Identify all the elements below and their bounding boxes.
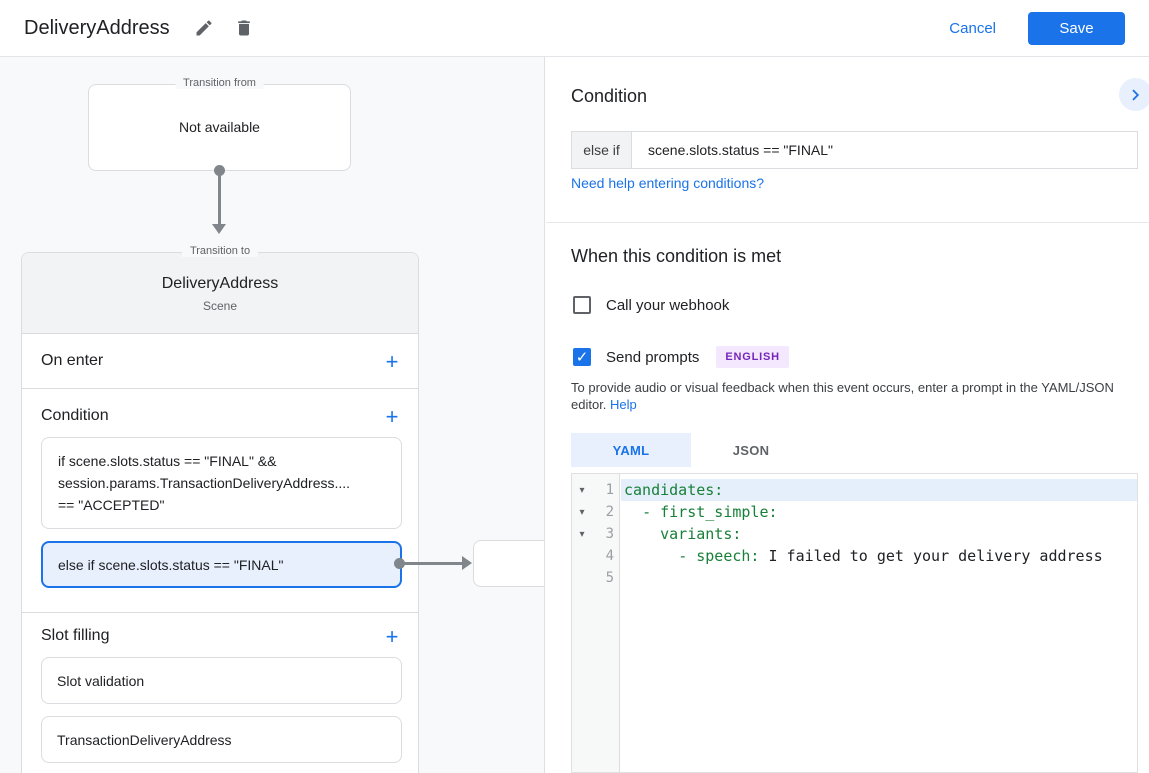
condition-chip-elseif-selected[interactable]: else if scene.slots.status == "FINAL" <box>41 541 402 588</box>
line-number: 1 <box>605 482 614 498</box>
condition-chip-line: session.params.TransactionDeliveryAddres… <box>58 475 351 491</box>
fold-arrow-icon[interactable]: ▾ <box>579 484 585 496</box>
condition-chip-if[interactable]: if scene.slots.status == "FINAL" && sess… <box>41 437 402 529</box>
on-enter-title: On enter <box>41 352 104 369</box>
condition-section: Condition + if scene.slots.status == "FI… <box>22 389 418 613</box>
code-line[interactable]: ▾ 1 candidates: <box>572 479 1137 501</box>
send-prompts-option-row: ✓ Send prompts ENGLISH <box>573 346 789 368</box>
transition-from-label: Transition from <box>175 77 264 89</box>
slot-chip-validation[interactable]: Slot validation <box>41 657 402 704</box>
on-enter-section: On enter + <box>22 334 418 389</box>
editor-gutter <box>572 474 620 772</box>
save-button[interactable]: Save <box>1028 11 1125 45</box>
condition-chip-line: if scene.slots.status == "FINAL" && <box>58 453 277 469</box>
webhook-label: Call your webhook <box>606 296 730 314</box>
scene-diagram-panel: Transition from Not available Transition… <box>0 57 545 773</box>
connector-arrowhead-icon <box>462 556 472 570</box>
scene-card-header[interactable]: Transition to DeliveryAddress Scene <box>22 245 418 334</box>
tab-json[interactable]: JSON <box>691 433 811 467</box>
code-line[interactable]: ▾ 3 variants: <box>572 523 1137 545</box>
condition-editor-panel: Condition else if Need help entering con… <box>546 57 1149 773</box>
slot-filling-section: Slot filling + Slot validation Transacti… <box>22 613 418 773</box>
slot-chip-text: TransactionDeliveryAddress <box>57 731 232 748</box>
transition-from-box[interactable]: Transition from Not available <box>88 77 351 171</box>
connector-dot <box>214 165 225 176</box>
code-line[interactable]: 4 - speech: I failed to get your deliver… <box>572 545 1137 567</box>
code-lines: ▾ 1 candidates: ▾ 2 - first_simple: ▾ 3 varian… <box>572 479 1137 589</box>
fold-arrow-icon[interactable]: ▾ <box>579 528 585 540</box>
edit-scene-button[interactable] <box>192 16 216 40</box>
page-title: DeliveryAddress <box>24 16 170 39</box>
chevron-right-icon <box>1125 84 1147 106</box>
send-prompts-label: Send prompts <box>606 348 700 366</box>
checkmark-icon: ✓ <box>575 348 589 366</box>
connector-dot <box>394 558 405 569</box>
transition-from-content: Not available <box>179 119 260 135</box>
code-line[interactable]: ▾ 2 - first_simple: <box>572 501 1137 523</box>
scene-card: Transition to DeliveryAddress Scene On e… <box>21 245 419 773</box>
collapse-panel-button[interactable] <box>1119 78 1149 111</box>
code-text: candidates: <box>621 479 1137 501</box>
scene-type: Scene <box>202 299 238 313</box>
transition-target-box[interactable] <box>473 540 544 587</box>
connector-line <box>403 562 462 565</box>
transition-to-label: Transition to <box>181 245 259 257</box>
condition-expression-row: else if <box>571 131 1138 169</box>
yaml-code-editor[interactable]: ▾ 1 candidates: ▾ 2 - first_simple: ▾ 3 varian… <box>571 473 1138 773</box>
add-slot-button[interactable]: + <box>380 625 404 649</box>
condition-panel-heading: Condition <box>571 86 648 106</box>
code-text: variants: <box>660 525 742 543</box>
slot-chip-transaction[interactable]: TransactionDeliveryAddress <box>41 716 402 763</box>
scene-name: DeliveryAddress <box>161 275 279 292</box>
line-number: 2 <box>605 504 614 520</box>
webhook-checkbox[interactable] <box>573 296 591 314</box>
connector-arrowhead-icon <box>212 224 226 234</box>
editor-tabs: YAML JSON <box>571 433 811 467</box>
fold-arrow-icon[interactable]: ▾ <box>579 506 585 518</box>
top-bar: DeliveryAddress Cancel Save <box>0 0 1149 57</box>
when-met-heading: When this condition is met <box>571 246 782 266</box>
condition-chip-text: else if scene.slots.status == "FINAL" <box>58 556 284 573</box>
condition-section-title: Condition <box>41 407 109 424</box>
line-number: 3 <box>605 526 614 542</box>
help-link[interactable]: Help <box>610 397 637 412</box>
connector-line <box>218 175 221 224</box>
condition-expression-input[interactable] <box>632 132 1137 168</box>
send-prompts-checkbox[interactable]: ✓ <box>573 348 591 366</box>
code-line[interactable]: 5 <box>572 567 1137 589</box>
slot-chip-text: Slot validation <box>57 672 145 689</box>
delete-scene-button[interactable] <box>232 16 256 40</box>
add-on-enter-button[interactable]: + <box>380 350 404 374</box>
prompt-description: To provide audio or visual feedback when… <box>571 379 1138 413</box>
code-text: - speech: I failed to get your delivery … <box>678 547 1103 565</box>
line-number: 4 <box>605 548 614 564</box>
prompt-description-text: To provide audio or visual feedback when… <box>571 380 1114 412</box>
condition-chip-line: == "ACCEPTED" <box>58 497 165 513</box>
trash-icon <box>234 18 254 38</box>
condition-prefix-label: else if <box>572 132 632 168</box>
condition-help-link[interactable]: Need help entering conditions? <box>571 175 765 191</box>
pencil-icon <box>194 18 214 38</box>
panel-divider <box>546 222 1149 223</box>
code-text: - first_simple: <box>642 503 778 521</box>
language-badge: ENGLISH <box>716 346 789 368</box>
add-condition-button[interactable]: + <box>380 405 404 429</box>
slot-filling-title: Slot filling <box>41 627 110 644</box>
cancel-button[interactable]: Cancel <box>937 12 1008 45</box>
webhook-option-row: Call your webhook <box>573 296 729 314</box>
tab-yaml[interactable]: YAML <box>571 433 691 467</box>
line-number: 5 <box>605 570 614 586</box>
